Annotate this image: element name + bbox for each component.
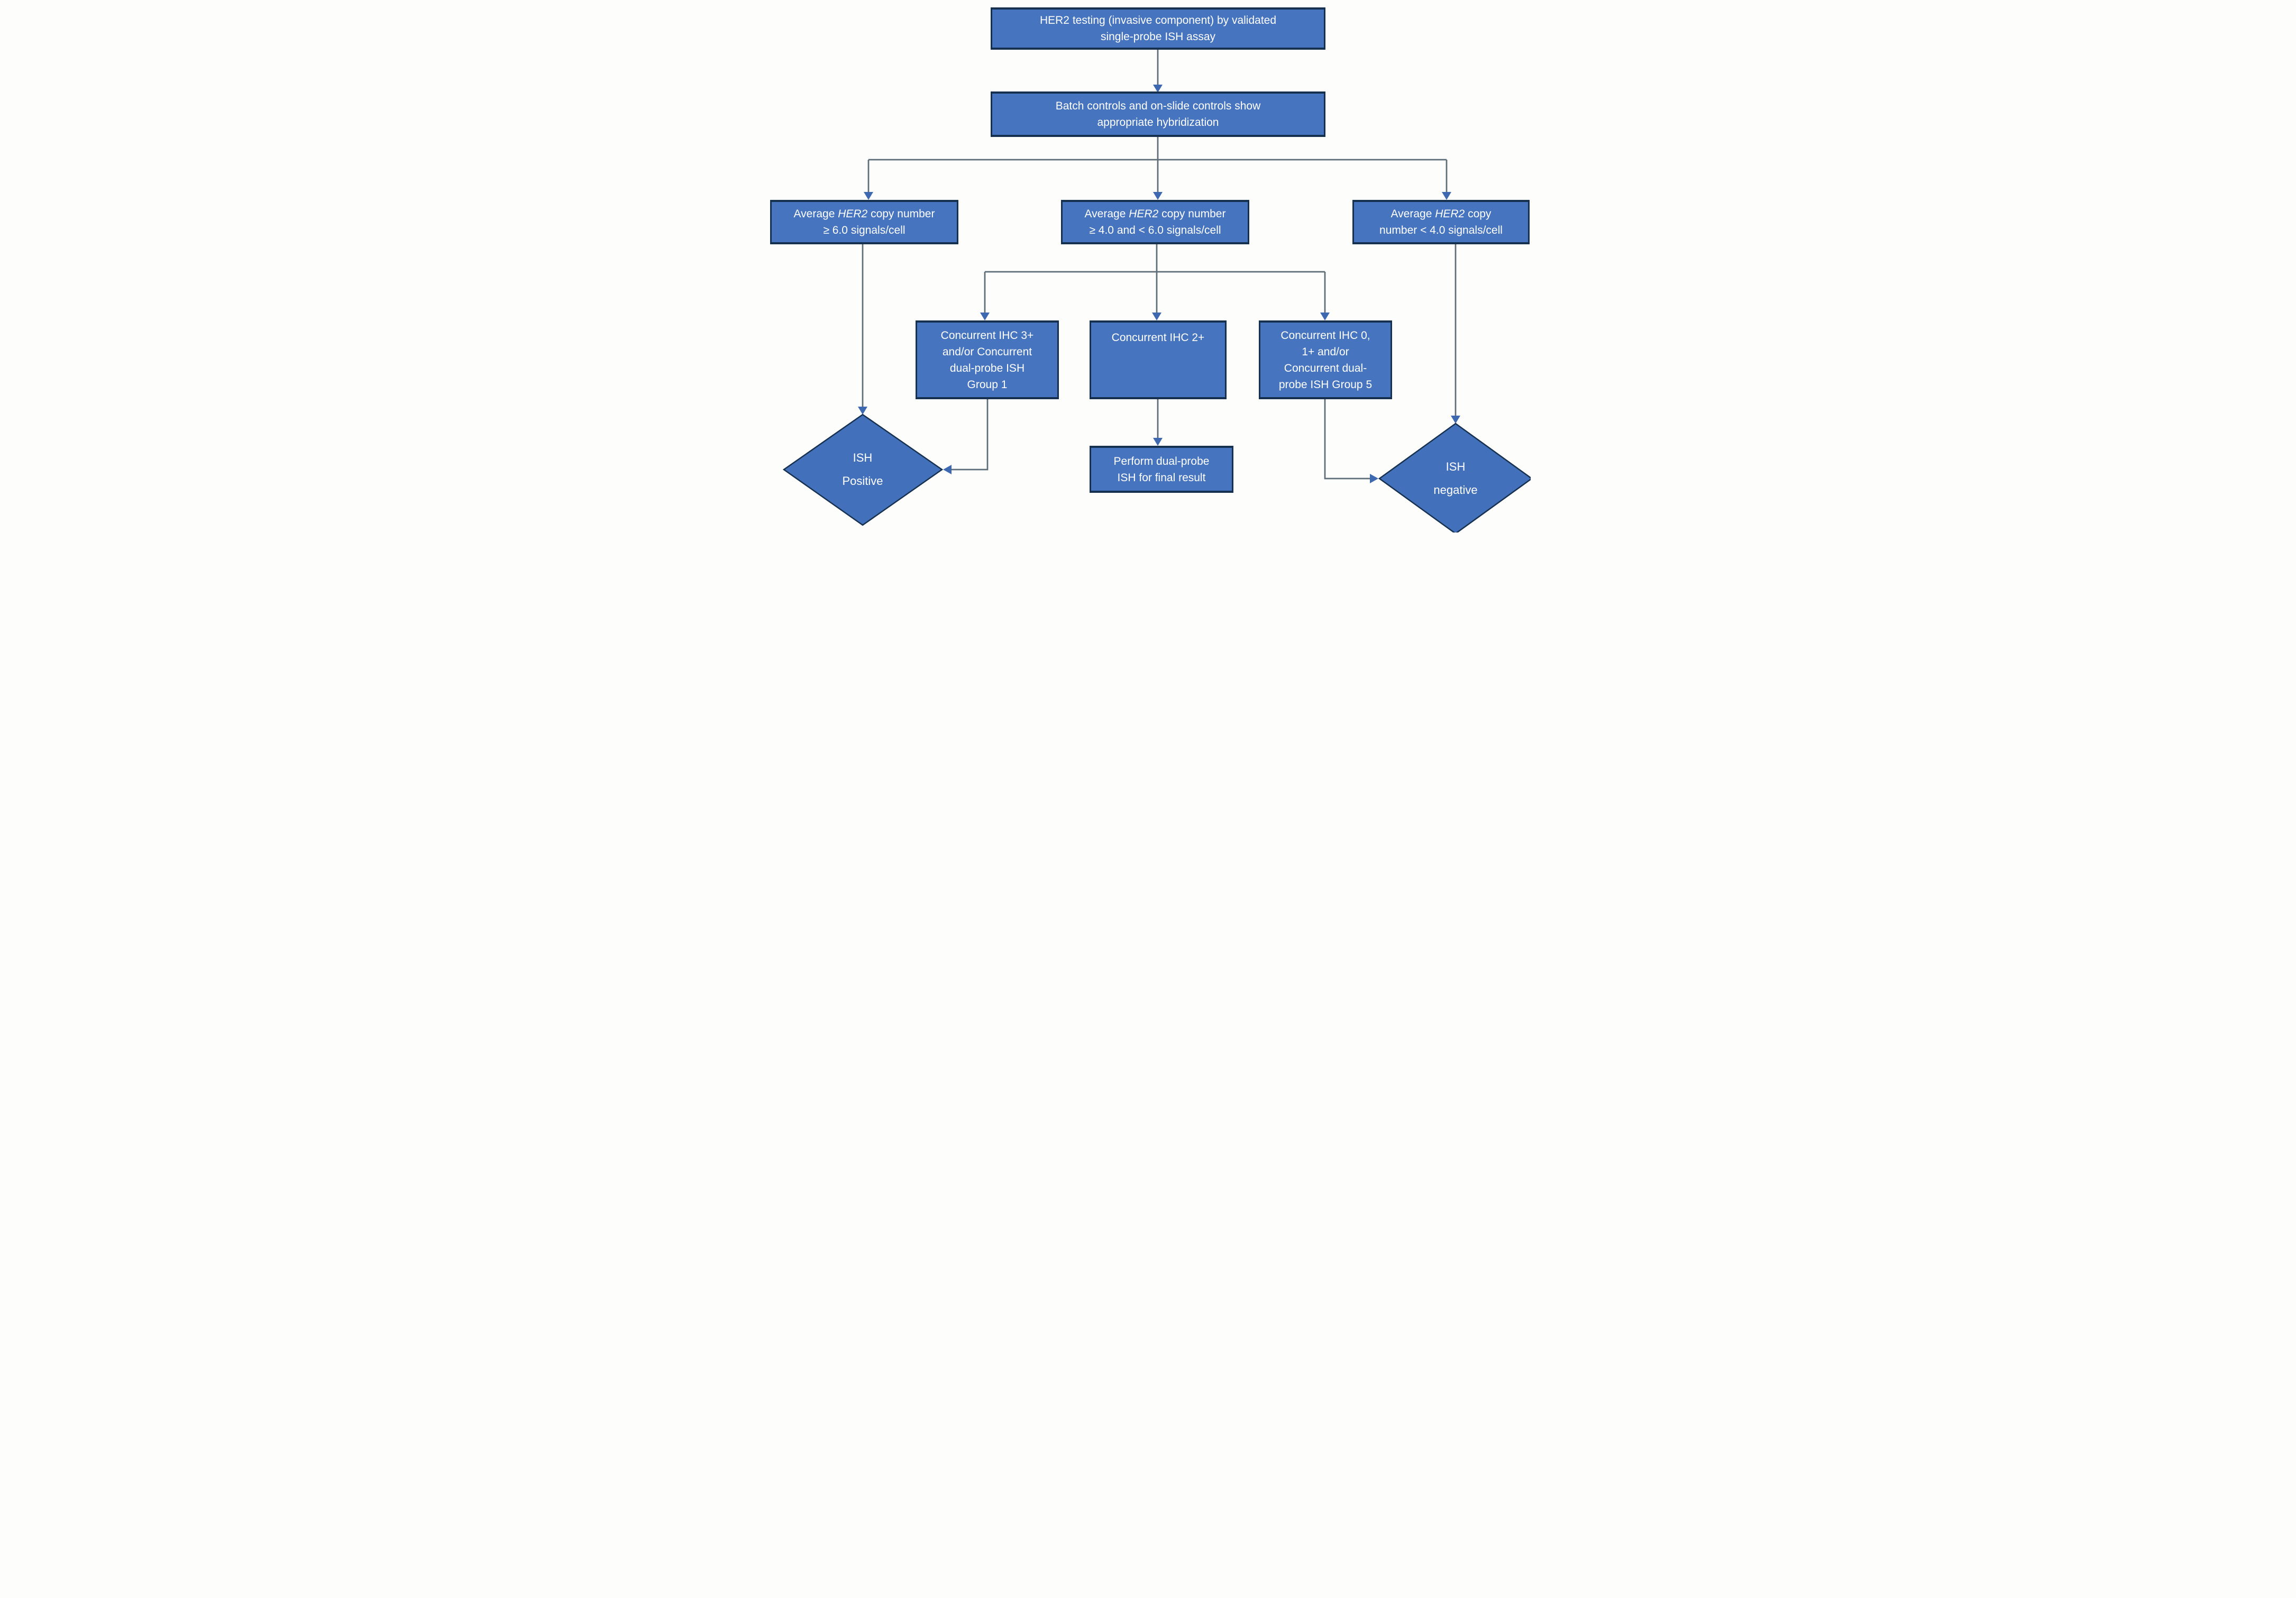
flowchart-connectors — [782, 50, 1531, 532]
arrowhead-icon — [1320, 313, 1330, 320]
arrowhead-icon — [1442, 192, 1451, 200]
node-batch-controls: Batch controls and on-slide controls sho… — [991, 91, 1325, 137]
connector-ihc3-positive — [952, 399, 989, 471]
node-ihc-2plus: Concurrent IHC 2+ — [1090, 320, 1227, 399]
connector-ihc01-negative — [1324, 399, 1370, 480]
node-copy-number-mid: Average HER2 copy number≥ 4.0 and < 6.0 … — [1061, 200, 1249, 244]
arrowhead-icon — [1153, 438, 1163, 446]
arrowhead-icon — [980, 313, 990, 320]
arrowhead-icon — [1451, 416, 1460, 424]
node-copy-number-high: Average HER2 copy number≥ 6.0 signals/ce… — [770, 200, 958, 244]
ish-positive-diamond — [782, 414, 944, 526]
her2-ish-flowchart: HER2 testing (invasive component) by val… — [765, 0, 1531, 532]
arrowhead-icon — [1370, 474, 1378, 483]
arrowhead-icon — [1153, 85, 1163, 93]
ish-negative-diamond — [1378, 423, 1531, 532]
arrowhead-icon — [943, 465, 952, 474]
node-start: HER2 testing (invasive component) by val… — [991, 7, 1325, 50]
arrowhead-icon — [858, 407, 867, 415]
arrowhead-icon — [1153, 192, 1163, 200]
arrowhead-icon — [1152, 313, 1161, 320]
arrowhead-icon — [864, 192, 873, 200]
